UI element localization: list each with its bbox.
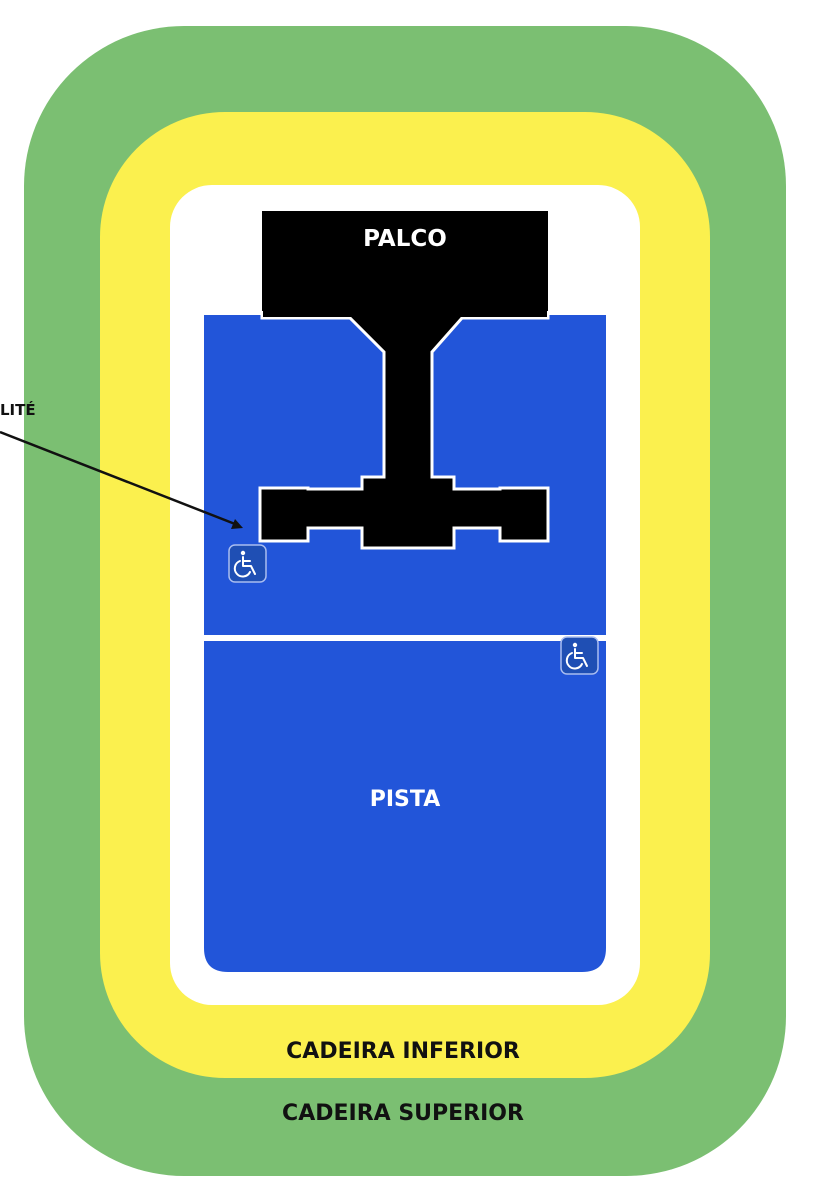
- callout-label: LITÉ: [0, 400, 36, 419]
- stage-runway: [258, 211, 550, 550]
- palco-stage[interactable]: [262, 211, 548, 311]
- stage-label: PALCO: [363, 226, 447, 252]
- wheelchair-icon: [565, 642, 588, 670]
- upper-seats-label: CADEIRA SUPERIOR: [282, 1101, 524, 1126]
- lower-seats-label: CADEIRA INFERIOR: [286, 1039, 520, 1064]
- callout-arrowhead: [231, 519, 243, 529]
- wheelchair-badge-front[interactable]: [228, 544, 267, 583]
- pista-section[interactable]: [204, 641, 606, 972]
- runway-connector-mask: [263, 305, 547, 317]
- callout-arrow-line: [0, 430, 236, 526]
- wheelchair-badge-rear[interactable]: [560, 636, 599, 675]
- wheelchair-icon: [233, 550, 256, 578]
- floor-label: PISTA: [370, 787, 440, 812]
- runway-outline: [258, 308, 550, 550]
